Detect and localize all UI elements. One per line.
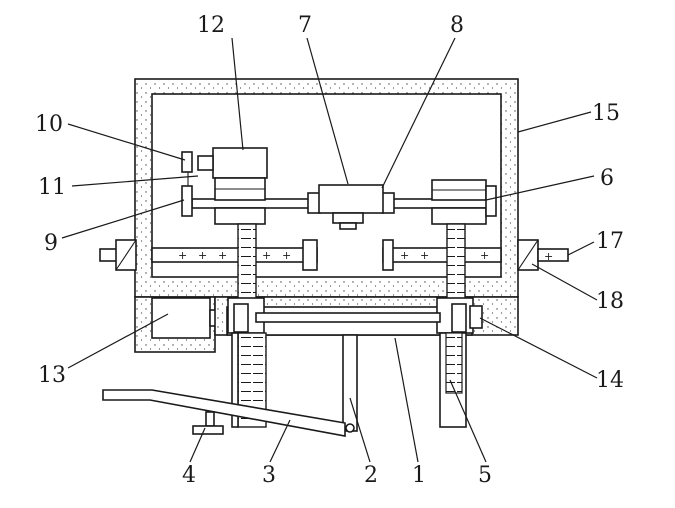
left-gear-assembly (181, 147, 268, 225)
svg-text:+: + (178, 249, 187, 262)
label-15: 15 (592, 101, 620, 126)
label-11: 11 (38, 175, 66, 200)
vertical-screw-right-5 (436, 223, 474, 428)
svg-text:+: + (544, 250, 553, 263)
part-labels: 12 7 8 10 11 9 15 6 17 18 13 14 4 3 2 1 … (35, 13, 624, 488)
label-17: 17 (596, 229, 624, 254)
svg-text:+: + (218, 249, 227, 262)
label-13: 13 (38, 363, 66, 388)
label-5: 5 (478, 463, 492, 488)
label-18: 18 (596, 289, 624, 314)
label-4: 4 (182, 463, 196, 488)
shaft-6 (191, 184, 495, 230)
label-7: 7 (298, 13, 312, 38)
svg-text:+: + (420, 249, 429, 262)
horizontal-rack-left: + + + + + (151, 239, 318, 271)
side-mount-left (99, 239, 137, 271)
lower-shaft-14 (233, 303, 483, 333)
svg-text:+: + (198, 249, 207, 262)
label-6: 6 (600, 166, 614, 191)
label-14: 14 (596, 368, 624, 393)
label-10: 10 (35, 112, 63, 137)
side-mount-right-18: + (517, 239, 569, 271)
label-2: 2 (364, 463, 378, 488)
svg-text:+: + (400, 249, 409, 262)
stopper-4 (192, 411, 224, 435)
label-1: 1 (412, 463, 426, 488)
label-9: 9 (44, 231, 58, 256)
label-3: 3 (262, 463, 276, 488)
support-post-2 (342, 334, 358, 433)
svg-text:+: + (262, 249, 271, 262)
leader-lines (61, 37, 598, 463)
label-12: 12 (197, 13, 225, 38)
svg-text:+: + (282, 249, 291, 262)
label-8: 8 (450, 13, 464, 38)
svg-text:+: + (480, 249, 489, 262)
lever-3 (102, 389, 346, 437)
right-gear-assembly (431, 179, 497, 225)
horizontal-rack-right: + + + (382, 239, 502, 271)
